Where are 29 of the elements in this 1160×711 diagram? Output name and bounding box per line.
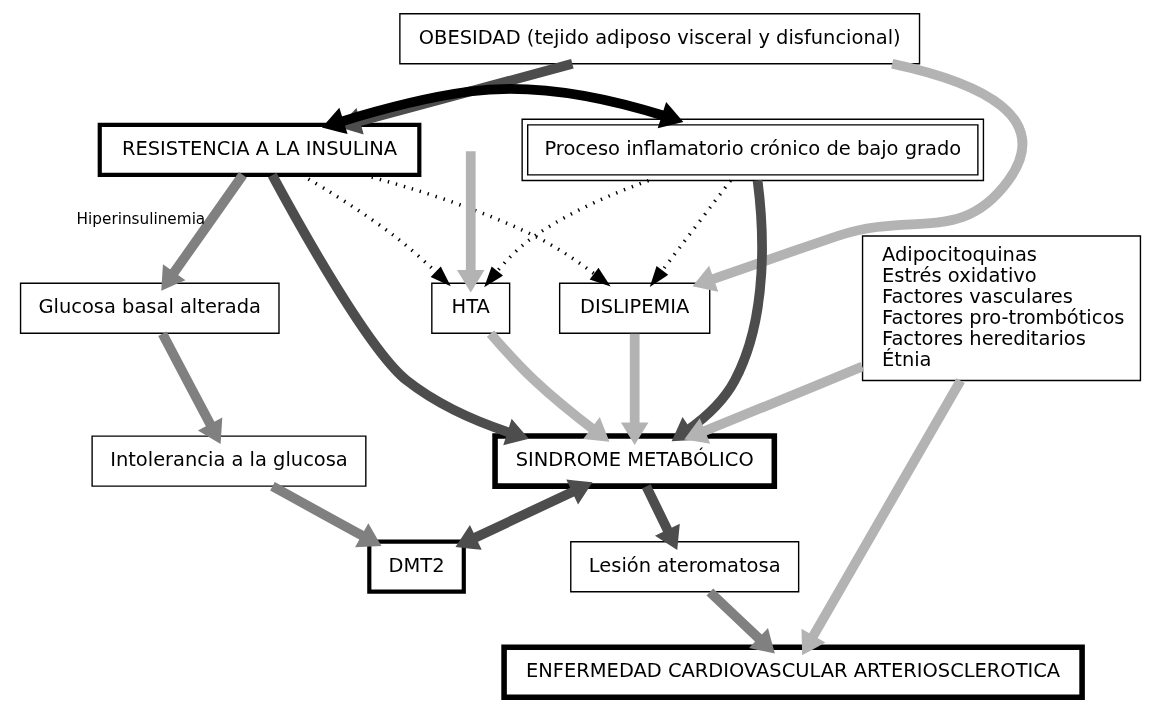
arrow: [157, 331, 222, 444]
arrow: [456, 151, 485, 293]
node-box: Glucosa basal alterada: [19, 282, 280, 334]
arrow: [267, 172, 529, 446]
arrow: [641, 484, 680, 550]
arrow: [483, 179, 649, 288]
node-box: Intolerancia a la glucosa: [90, 435, 367, 487]
arrow: [800, 378, 965, 656]
arrow: [620, 333, 648, 445]
arrow: [454, 479, 593, 550]
node-box: RESISTENCIA A LA INSULINA: [97, 122, 421, 177]
arrow: [269, 482, 381, 548]
arrow: [486, 330, 609, 442]
arrow: [683, 362, 864, 444]
arrow: [649, 179, 732, 287]
node-box: SINDROME METABÓLICO: [491, 433, 777, 489]
node-box: Proceso inflamatorio crónico de bajo grado: [520, 118, 984, 182]
node-box: ENFERMEDAD CARDIOVASCULAR ARTERIOSCLEROTICA: [500, 644, 1085, 701]
node-box: Lesión ateromatosa: [569, 541, 799, 593]
arrow: [671, 179, 767, 442]
node-box: OBESIDAD (tejido adiposo visceral y disfuncional): [398, 13, 920, 65]
node-box: DMT2: [366, 539, 466, 594]
arrow: [706, 588, 775, 654]
edge-label: Hiperinsulinemia: [76, 210, 205, 229]
node-box: Adipocitoquinas Estrés oxidativo Factores vasculares Factores pro-trombóticos Factores hereditarios Étnia: [861, 235, 1141, 382]
arrow: [160, 172, 247, 291]
arrow: [691, 59, 1027, 292]
node-box: HTA: [430, 282, 510, 334]
node-box: DISLIPEMIA: [558, 282, 710, 334]
